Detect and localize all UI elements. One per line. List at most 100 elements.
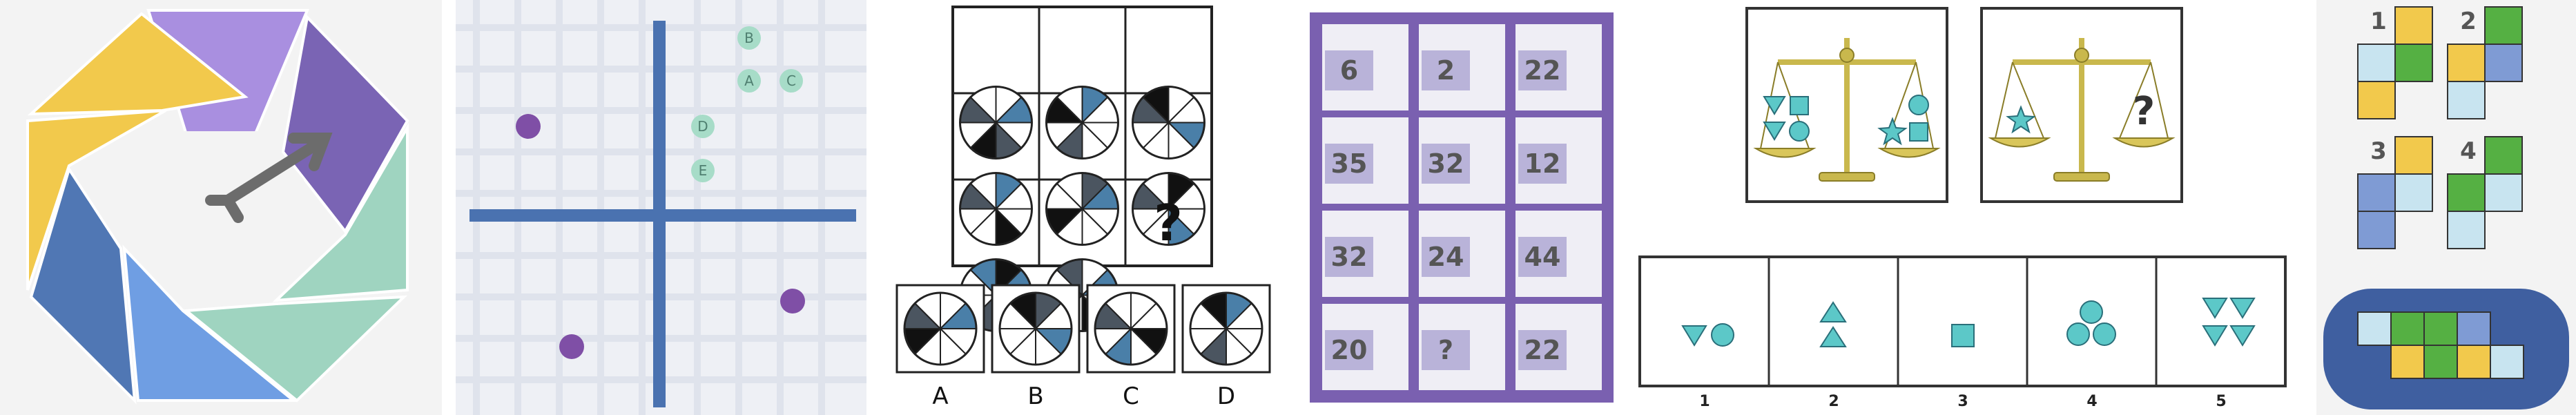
number-cell: 32 [1322, 211, 1408, 297]
option-label-b: B [1027, 383, 1043, 410]
octagon-segment-skyblue-bottom [122, 244, 298, 402]
option-4-shapes [2066, 300, 2116, 346]
point-purple-2 [559, 334, 584, 359]
option-wheel-3 [1094, 291, 1168, 366]
octagon-segment-mint-right [272, 122, 409, 302]
balance-puzzle-panel: ? 1 2 3 4 5 [1633, 0, 2303, 415]
number-cell-value: 2 [1437, 55, 1455, 86]
balance-option-label-2: 2 [1828, 393, 1839, 410]
number-cell: ? [1419, 304, 1505, 390]
label-point-a: A [737, 69, 761, 93]
square-icon [1909, 122, 1928, 142]
number-cell-value: 32 [1428, 148, 1464, 179]
number-cell: 24 [1419, 211, 1505, 297]
star-icon [2006, 105, 2036, 134]
block-pieces-panel: 1 2 3 4 [2316, 0, 2576, 415]
svg-text:B: B [744, 30, 754, 46]
matrix-wheel-r1c2 [1045, 86, 1119, 160]
balance-scale-icon-1 [1753, 38, 1941, 182]
balance-puzzle: ? 1 2 3 4 5 [1638, 7, 2287, 410]
label-point-d: D [691, 115, 715, 138]
option-wheel-1 [903, 291, 978, 366]
answer-option-box-1[interactable] [895, 284, 985, 374]
octagon-puzzle-panel [0, 0, 442, 415]
balance-option-label-4: 4 [2086, 393, 2097, 410]
svg-text:E: E [699, 162, 708, 179]
option-1-shapes [1681, 323, 1734, 347]
triangle-down-icon [1763, 96, 1786, 115]
assembled-block-shape [2357, 311, 2524, 379]
octagon-center [138, 131, 304, 290]
point-purple-3 [780, 289, 805, 313]
label-point-e: E [691, 159, 715, 182]
piece-label-1: 1 [2370, 8, 2387, 35]
option-5-shapes [2202, 298, 2256, 347]
octagon-figure [26, 9, 409, 405]
number-cell-value: 44 [1524, 242, 1561, 272]
number-cell-value: ? [1438, 335, 1453, 365]
missing-cell-question-mark: ? [1154, 194, 1183, 252]
star-icon [1877, 117, 1908, 146]
matrix-wheel-r2c3 [1132, 172, 1205, 246]
number-cell-value: 20 [1331, 335, 1368, 365]
number-cell-value: 6 [1340, 55, 1358, 86]
number-cell: 22 [1515, 304, 1602, 390]
octagon-segment-yellow-top [27, 12, 249, 116]
arrow-icon [205, 133, 333, 223]
number-cell: 22 [1515, 24, 1602, 110]
number-cell: 2 [1419, 24, 1505, 110]
option-label-d: D [1217, 383, 1235, 410]
balance-option-label-1: 1 [1699, 393, 1710, 410]
block-piece-2 [2447, 6, 2523, 119]
matrix-wheel-r1c3 [1132, 86, 1205, 160]
piece-label-4: 4 [2460, 137, 2477, 165]
matrix-wheel-r2c2 [1045, 172, 1119, 246]
label-point-b: B [737, 26, 761, 50]
option-3-shapes [1951, 324, 1975, 347]
triangle-down-icon [1763, 122, 1786, 141]
block-pieces: 1 2 3 4 [2323, 6, 2569, 409]
number-cell: 35 [1322, 117, 1408, 204]
svg-text:D: D [697, 118, 708, 135]
number-cell-value: 22 [1524, 55, 1561, 86]
block-piece-3 [2357, 136, 2433, 249]
matrix-wheel-r1c1 [959, 86, 1033, 160]
option-wheel-4 [1189, 291, 1263, 366]
number-cell: 20 [1322, 304, 1408, 390]
wheel-matrix: ? A B C D [895, 6, 1271, 410]
square-icon [1790, 96, 1809, 115]
number-cell: 6 [1322, 24, 1408, 110]
answer-option-box-2[interactable] [991, 284, 1081, 374]
octagon-segment-violet-right [281, 14, 409, 234]
option-label-a: A [932, 383, 948, 410]
answer-option-box-4[interactable] [1181, 284, 1271, 374]
label-point-c: C [779, 69, 803, 93]
svg-text:A: A [744, 73, 754, 89]
number-cell-value: 24 [1428, 242, 1464, 272]
svg-text:C: C [786, 73, 796, 89]
answer-option-box-3[interactable] [1086, 284, 1176, 374]
balance-option-label-5: 5 [2216, 393, 2226, 410]
number-cell-value: 32 [1331, 242, 1368, 272]
option-wheel-2 [998, 291, 1073, 366]
circle-icon [1908, 95, 1929, 115]
number-cell-value: 22 [1524, 335, 1561, 365]
balance-scale-icon-2: ? [1988, 38, 2176, 182]
block-piece-1 [2357, 6, 2433, 119]
circle-icon [1789, 121, 1810, 142]
wheel-matrix-panel: ? A B C D [880, 0, 1288, 415]
block-piece-4 [2447, 136, 2523, 249]
option-label-c: C [1123, 383, 1139, 410]
grid-points-panel: B A C D E [456, 0, 866, 415]
number-cell: 12 [1515, 117, 1602, 204]
scale-question-mark: ? [2133, 89, 2155, 134]
number-cell: 32 [1419, 117, 1505, 204]
matrix-wheel-r2c1 [959, 172, 1033, 246]
option-2-shapes [1819, 301, 1847, 347]
octagon-segment-mint-bottom [182, 295, 408, 403]
number-cell-value: 35 [1331, 148, 1368, 179]
balance-option-label-3: 3 [1957, 393, 1968, 410]
number-cell-value: 12 [1524, 148, 1561, 179]
